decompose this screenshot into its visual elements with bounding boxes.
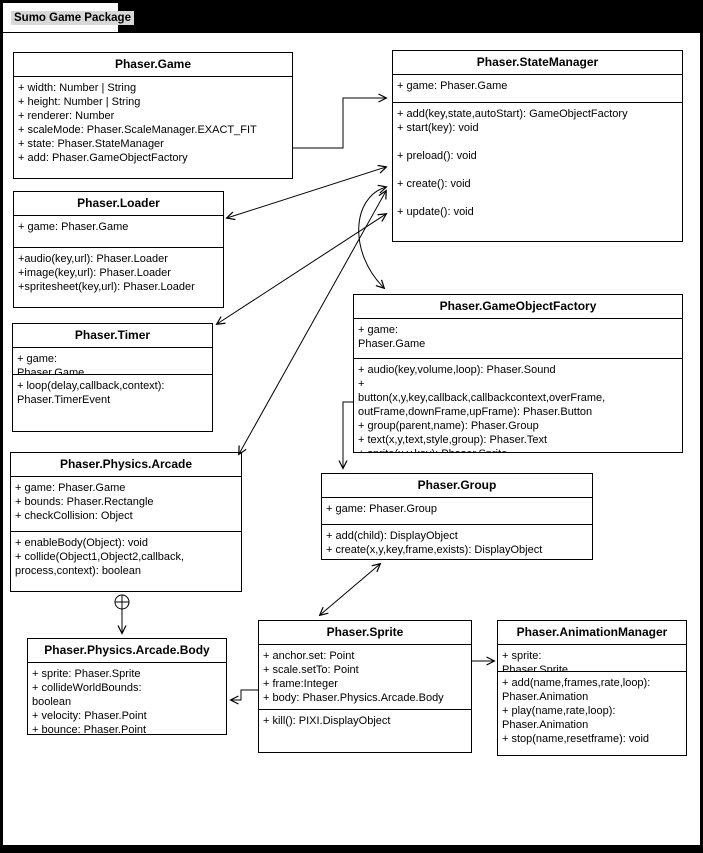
attributes-section: + game: Phaser.Game	[393, 75, 682, 102]
member-line: + bounds: Phaser.Rectangle	[15, 496, 154, 508]
member-line	[397, 135, 678, 149]
members-section: + width: Number | String + height: Number…	[14, 77, 292, 178]
member-line: + sprite: Phaser.Sprite	[32, 668, 141, 680]
member-line: + audio(key,volume,loop): Phaser.Sound	[358, 364, 556, 376]
member-line: + add(key,state,autoStart): GameObjectFa…	[397, 108, 628, 120]
member-line: + frame:Integer	[263, 678, 338, 690]
member-line	[397, 191, 678, 205]
member-line: + height: Number | String	[18, 96, 141, 108]
package-tab[interactable]: Sumo Game Package	[2, 2, 134, 33]
member-line: + anchor.set: Point	[263, 650, 355, 662]
attributes-section: + game: Phaser.Game	[14, 216, 223, 247]
member-line: Phaser.TimerEvent	[17, 394, 111, 406]
class-title: Phaser.Physics.Arcade.Body	[28, 639, 226, 663]
member-line: + create(x,y,key,frame,exists): DisplayO…	[326, 544, 543, 556]
member-line: + collideWorldBounds:	[32, 682, 142, 694]
class-phaser-animationmanager[interactable]: Phaser.AnimationManager + sprite: Phaser.S…	[497, 620, 687, 756]
members-section: + sprite: Phaser.Sprite + collideWorldBou…	[28, 663, 226, 734]
class-phaser-statemanager[interactable]: Phaser.StateManager + game: Phaser.Game + …	[392, 50, 683, 242]
attributes-section: + game: Phaser.Game	[13, 348, 212, 374]
member-line: + body: Phaser.Physics.Arcade.Body	[263, 692, 444, 704]
member-line: + sprite:	[502, 650, 542, 662]
member-line: + scale.setTo: Point	[263, 664, 359, 676]
member-line: + bounce: Phaser.Point	[32, 724, 147, 734]
member-line: process,context): boolean	[15, 565, 141, 577]
member-line: + game: Phaser.Game	[18, 221, 129, 233]
member-line: + state: Phaser.StateManager	[18, 138, 164, 150]
member-line: + enableBody(Object): void	[15, 537, 148, 549]
member-line: + sprite(x,y,key): Phaser.Sprite	[358, 447, 678, 452]
member-line: +	[358, 378, 365, 390]
member-line: Phaser.Sprite	[502, 664, 569, 671]
attributes-section: + game: Phaser.Group	[322, 498, 592, 524]
member-line	[397, 163, 678, 177]
members-section: + enableBody(Object): void + collide(Obje…	[11, 531, 241, 591]
members-section: + add(key,state,autoStart): GameObjectFa…	[393, 102, 682, 241]
class-title: Phaser.AnimationManager	[498, 621, 686, 645]
class-title: Phaser.StateManager	[393, 51, 682, 75]
member-line: +spritesheet(key,url): Phaser.Loader	[18, 281, 195, 293]
member-line: + renderer: Number	[18, 110, 115, 122]
member-line: + add(child): DisplayObject	[326, 530, 458, 542]
class-title: Phaser.Group	[322, 474, 592, 498]
member-line: Phaser.Animation	[502, 691, 589, 703]
member-line: + add: Phaser.GameObjectFactory	[18, 152, 188, 164]
member-line: + collide(Object1,Object2,callback,	[15, 551, 185, 563]
members-section: + kill(): PIXI.DisplayObject	[259, 709, 471, 752]
member-line: Phaser.Game	[358, 338, 426, 350]
member-line: + loop(delay,callback,context):	[17, 380, 165, 392]
members-section: + add(name,frames,rate,loop): Phaser.Anim…	[498, 671, 686, 755]
member-line: + width: Number | String	[18, 82, 137, 94]
member-line: +audio(key,url): Phaser.Loader	[18, 253, 168, 265]
class-phaser-sprite[interactable]: Phaser.Sprite + anchor.set: Point + scale.…	[258, 620, 472, 753]
member-line: + play(name,rate,loop):	[502, 705, 616, 717]
member-line: + velocity: Phaser.Point	[32, 710, 147, 722]
member-line: + stop(name,resetframe): void	[502, 733, 650, 745]
class-phaser-group[interactable]: Phaser.Group + game: Phaser.Group + add(ch…	[321, 473, 593, 560]
member-line: + preload(): void	[397, 150, 477, 162]
member-line: + group(parent,name): Phaser.Group	[358, 420, 539, 432]
class-phaser-gameobjectfactory[interactable]: Phaser.GameObjectFactory + game: Phaser.Ga…	[353, 294, 683, 453]
class-title: Phaser.GameObjectFactory	[354, 295, 682, 319]
member-line: + text(x,y,text,style,group): Phaser.Tex…	[358, 434, 548, 446]
member-line: outFrame,downFrame,upFrame): Phaser.Butt…	[358, 406, 593, 418]
class-phaser-physics-arcade[interactable]: Phaser.Physics.Arcade+ game: Phaser.Game…	[10, 452, 242, 592]
class-title: Phaser.Physics.Arcade	[11, 453, 241, 477]
package-tab-label: Sumo Game Package	[11, 10, 134, 25]
member-line: boolean	[32, 696, 72, 708]
member-line: button(x,y,key,callback,callbackcontext,…	[358, 392, 606, 404]
attributes-section: + game: Phaser.Game + bounds: Phaser.Rect…	[11, 477, 241, 531]
member-line: + kill(): PIXI.DisplayObject	[263, 715, 391, 727]
member-line: + game:	[358, 324, 399, 336]
member-line: Phaser.Game	[17, 367, 85, 374]
member-line: + checkCollision: Object	[15, 510, 133, 522]
class-phaser-physics-arcade-body[interactable]: Phaser.Physics.Arcade.Body+ sprite: Phas…	[27, 638, 227, 735]
member-line: + update(): void	[397, 206, 474, 218]
member-line: + game: Phaser.Game	[15, 482, 126, 494]
class-phaser-loader[interactable]: Phaser.Loader + game: Phaser.Game +audio(k…	[13, 191, 224, 308]
class-title: Phaser.Sprite	[259, 621, 471, 645]
member-line: + game: Phaser.Group	[326, 503, 437, 515]
class-phaser-timer[interactable]: Phaser.Timer+ game:Phaser.Game+ loop(del…	[12, 323, 213, 432]
member-line: Phaser.Animation	[502, 719, 589, 731]
member-line: +image(key,url): Phaser.Loader	[18, 267, 171, 279]
member-line: + game:	[17, 353, 58, 365]
member-line: + create(): void	[397, 178, 471, 190]
attributes-section: + sprite: Phaser.Sprite	[498, 645, 686, 671]
attributes-section: + game: Phaser.Game	[354, 319, 682, 358]
class-phaser-game[interactable]: Phaser.Game + width: Number | String + hei…	[13, 52, 293, 179]
members-section: + loop(delay,callback,context): Phaser.Ti…	[13, 374, 212, 431]
class-title: Phaser.Game	[14, 53, 292, 77]
member-line: + start(key): void	[397, 122, 479, 134]
members-section: +audio(key,url): Phaser.Loader +image(key…	[14, 247, 223, 307]
attributes-section: + anchor.set: Point + scale.setTo: Point +…	[259, 645, 471, 709]
member-line: + game: Phaser.Game	[397, 80, 508, 92]
member-line: + scaleMode: Phaser.ScaleManager.EXACT_F…	[18, 124, 257, 136]
members-section: + audio(key,volume,loop): Phaser.Sound + b…	[354, 358, 682, 452]
class-title: Phaser.Timer	[13, 324, 212, 348]
members-section: + add(child): DisplayObject + create(x,y,…	[322, 524, 592, 559]
member-line: + add(name,frames,rate,loop):	[502, 677, 651, 689]
class-title: Phaser.Loader	[14, 192, 223, 216]
